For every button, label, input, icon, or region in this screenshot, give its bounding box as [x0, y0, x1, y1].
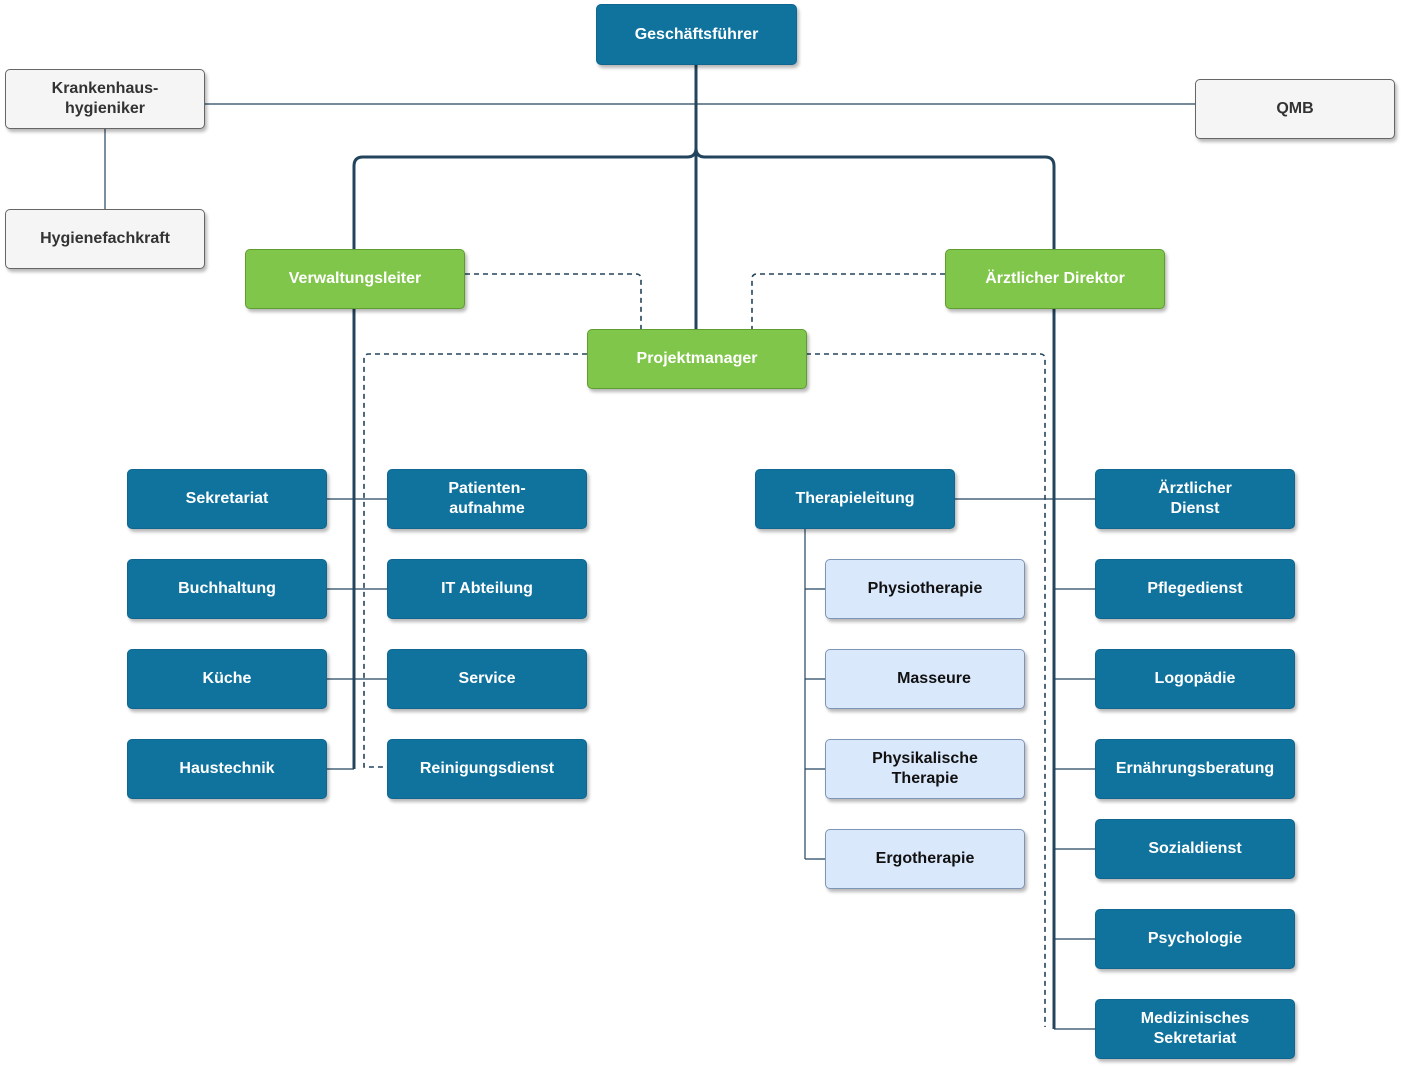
- occupational-therapy-box: Ergotherapie: [825, 829, 1025, 889]
- medical-director-box: Ärztlicher Direktor: [945, 249, 1165, 309]
- kitchen-label: Küche: [202, 670, 252, 687]
- social-service-label: Sozialdienst: [1148, 840, 1242, 857]
- qmb-box: QMB: [1195, 79, 1395, 139]
- social-service-box: Sozialdienst: [1095, 819, 1295, 879]
- service-box: Service: [387, 649, 587, 709]
- nursing-service-label: Pflegedienst: [1147, 580, 1243, 597]
- nursing-service-box: Pflegedienst: [1095, 559, 1295, 619]
- qmb-label: QMB: [1276, 100, 1314, 117]
- secretariat-label: Sekretariat: [185, 490, 269, 507]
- therapy-lead-label: Therapieleitung: [795, 490, 915, 507]
- it-department-label: IT Abteilung: [441, 580, 533, 597]
- cleaning-service-box: Reinigungsdienst: [387, 739, 587, 799]
- hospital-hygienist-label: Krankenhaus- hygieniker: [51, 80, 159, 117]
- it-department-box: IT Abteilung: [387, 559, 587, 619]
- cleaning-service-label: Reinigungsdienst: [419, 760, 555, 777]
- occupational-therapy-label: Ergotherapie: [875, 850, 975, 867]
- medical-secretariat-label: Medizinisches Sekretariat: [1140, 1010, 1250, 1047]
- secretariat-box: Sekretariat: [127, 469, 327, 529]
- admin-head-box: Verwaltungsleiter: [245, 249, 465, 309]
- psychology-label: Psychologie: [1147, 930, 1243, 947]
- nutrition-counseling-box: Ernährungsberatung: [1095, 739, 1295, 799]
- masseurs-box: Masseure: [825, 649, 1025, 709]
- physiotherapy-label: Physiotherapie: [867, 580, 983, 597]
- project-manager-label: Projektmanager: [636, 350, 758, 367]
- admin-head-label: Verwaltungsleiter: [288, 270, 422, 287]
- masseurs-label: Masseure: [897, 670, 971, 687]
- hospital-hygienist-box: Krankenhaus- hygieniker: [5, 69, 205, 129]
- kitchen-box: Küche: [127, 649, 327, 709]
- physical-therapy-box: Physikalische Therapie: [825, 739, 1025, 799]
- speech-therapy-box: Logopädie: [1095, 649, 1295, 709]
- medical-service-label: Ärztlicher Dienst: [1158, 480, 1232, 517]
- ceo-label: Geschäftsführer: [634, 25, 759, 43]
- medical-service-box: Ärztlicher Dienst: [1095, 469, 1295, 529]
- nutrition-counseling-label: Ernährungsberatung: [1115, 760, 1275, 777]
- service-label: Service: [458, 670, 516, 687]
- hygiene-specialist-box: Hygienefachkraft: [5, 209, 205, 269]
- project-manager-box: Projektmanager: [587, 329, 807, 389]
- psychology-box: Psychologie: [1095, 909, 1295, 969]
- building-services-box: Haustechnik: [127, 739, 327, 799]
- ceo-box: Geschäftsführer: [596, 4, 797, 65]
- therapy-lead-box: Therapieleitung: [755, 469, 955, 529]
- patient-admission-box: Patienten- aufnahme: [387, 469, 587, 529]
- medical-director-label: Ärztlicher Direktor: [985, 270, 1125, 287]
- hygiene-specialist-label: Hygienefachkraft: [40, 230, 170, 247]
- accounting-box: Buchhaltung: [127, 559, 327, 619]
- physiotherapy-box: Physiotherapie: [825, 559, 1025, 619]
- speech-therapy-label: Logopädie: [1154, 670, 1236, 687]
- physical-therapy-label: Physikalische Therapie: [872, 750, 978, 787]
- accounting-label: Buchhaltung: [178, 580, 276, 597]
- patient-admission-label: Patienten- aufnahme: [448, 480, 526, 517]
- medical-secretariat-box: Medizinisches Sekretariat: [1095, 999, 1295, 1059]
- building-services-label: Haustechnik: [179, 760, 275, 777]
